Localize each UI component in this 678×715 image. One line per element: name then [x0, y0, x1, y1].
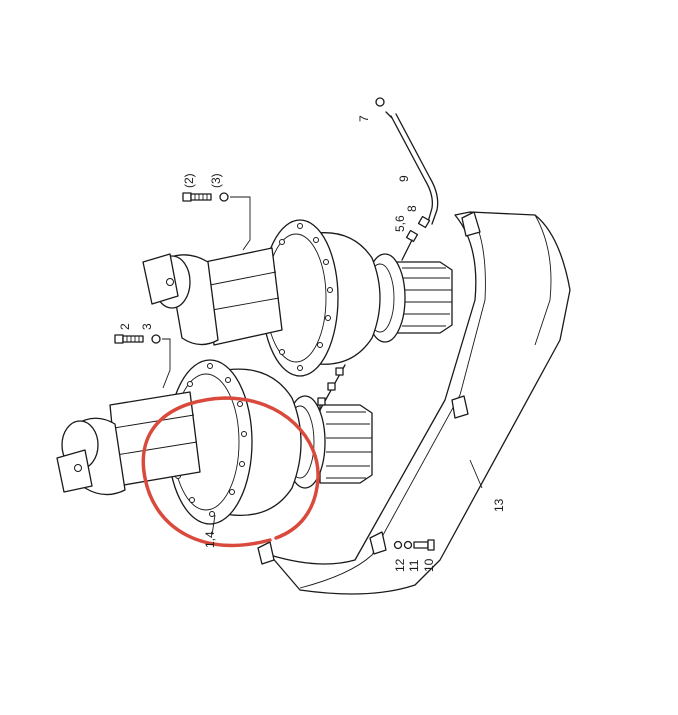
mount-tab-middle	[451, 395, 469, 419]
leader-lines	[211, 459, 483, 536]
highlight-circle	[141, 396, 320, 548]
fitting-7	[375, 97, 385, 107]
label-part-12: 12	[393, 558, 407, 572]
mount-tab-top	[461, 211, 481, 237]
fitting-5-6	[405, 229, 419, 243]
mount-tab-bottom-right	[369, 531, 387, 555]
label-part-2-lower: 2	[118, 323, 132, 330]
bolt-2-lower	[114, 334, 171, 389]
label-part-3-lower: 3	[140, 323, 154, 330]
mount-tab-bottom-left	[257, 541, 275, 565]
lower-drive-unit	[56, 359, 373, 525]
label-part-7: 7	[357, 115, 371, 122]
label-part-9: 9	[397, 175, 411, 182]
hydraulic-line	[317, 97, 439, 411]
fitting-8	[417, 215, 431, 229]
part-labels: 7 9 5,6 8 (2) (3) 2 3 1,4 13 12 11 10	[118, 115, 506, 572]
base-bracket	[257, 211, 571, 595]
upper-drive-unit	[142, 219, 453, 377]
label-part-2-upper: (2)	[182, 173, 196, 188]
label-part-11: 11	[407, 559, 421, 572]
label-part-1-4: 1,4	[203, 531, 217, 548]
label-part-3-upper: (3)	[209, 173, 223, 188]
label-part-13: 13	[492, 498, 506, 512]
label-part-10: 10	[422, 558, 436, 572]
label-part-8: 8	[405, 205, 419, 212]
bolt-2-upper	[182, 192, 251, 251]
label-part-5-6: 5,6	[393, 215, 407, 232]
bolt-10-11-12	[393, 539, 435, 551]
